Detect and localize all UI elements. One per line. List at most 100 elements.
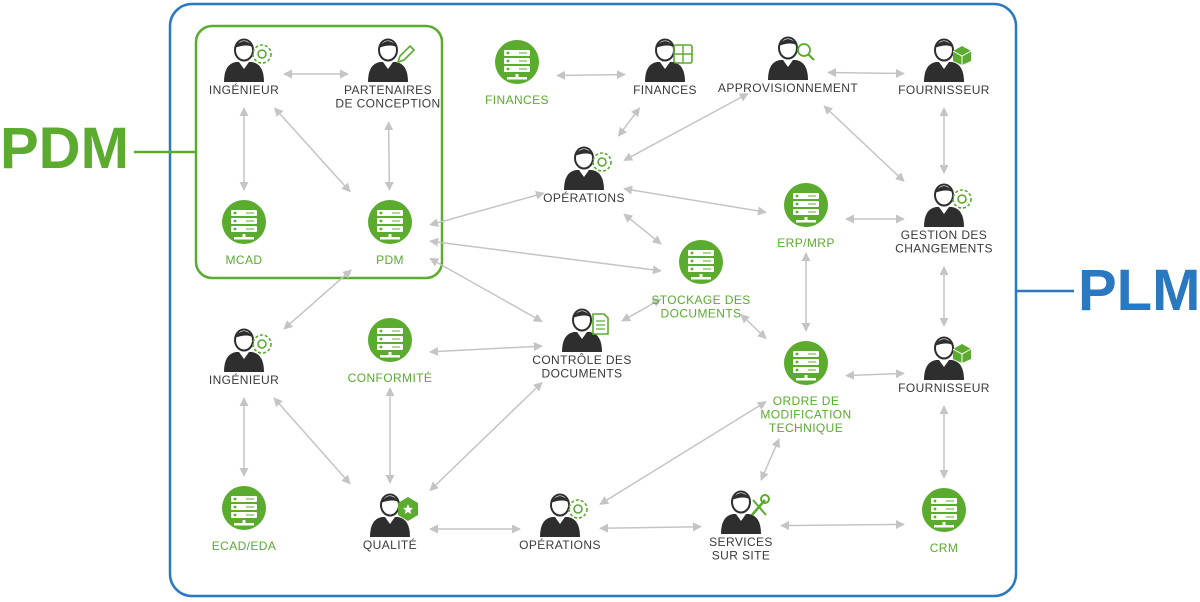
connection-arrow-pdm-stockage <box>429 237 662 275</box>
node-label: CHANGEMENTS <box>895 242 993 256</box>
node-label: SUR SITE <box>712 549 771 563</box>
node-label: ERP/MRP <box>777 236 834 250</box>
node-label: DE CONCEPTION <box>335 97 440 111</box>
connection-arrow-ordre-fournisseur_bottom <box>845 369 905 380</box>
node-crm: CRM <box>922 488 966 555</box>
node-label: PARTENAIRES <box>344 83 432 97</box>
node-label: MCAD <box>226 253 263 267</box>
node-label: SERVICES <box>709 535 773 549</box>
connection-arrow-approvisionnement-gestion <box>823 105 905 182</box>
node-label: APPROVISIONNEMENT <box>718 81 858 95</box>
connection-arrow-ingenieur_pdm-pdm <box>273 107 351 193</box>
gear-icon <box>252 334 272 354</box>
connection-arrow-ingenieur_plm-qualite <box>273 397 351 485</box>
node-label: INGÉNIEUR <box>209 82 279 97</box>
node-label: ECAD/EDA <box>212 539 277 553</box>
node-qualite: QUALITÉ <box>363 493 418 552</box>
node-label: FINANCES <box>633 83 697 97</box>
connection-arrow-services-crm <box>780 519 905 531</box>
connection-arrow-ordre-operations_bottom <box>599 401 767 505</box>
person-icon <box>768 36 808 80</box>
person-icon <box>924 183 964 227</box>
gear-icon <box>252 44 272 64</box>
person-icon <box>562 308 602 352</box>
box-icon <box>952 46 972 65</box>
connection-arrow-approvisionnement-fournisseur_top <box>827 68 905 78</box>
connection-arrow-approvisionnement-operations_top <box>623 92 749 162</box>
wrench-icon <box>751 494 770 516</box>
connection-arrow-controle-qualite <box>429 381 543 492</box>
node-conformite: CONFORMITÉ <box>348 318 433 385</box>
node-ecad: ECAD/EDA <box>212 486 277 553</box>
node-label: FOURNISSEUR <box>898 83 990 97</box>
connection-arrow-finances_sys-finances_person <box>556 70 626 80</box>
node-label: FOURNISSEUR <box>898 381 990 395</box>
node-pdm: PDM <box>368 200 412 267</box>
node-mcad: MCAD <box>222 200 266 267</box>
connection-arrow-controle-stockage <box>621 298 662 322</box>
node-erp: ERP/MRP <box>777 183 834 250</box>
node-label: CRM <box>930 541 959 555</box>
person-icon <box>645 38 685 82</box>
person-icon <box>924 38 964 82</box>
connection-arrow-operations_top-stockage <box>623 213 662 245</box>
connection-arrow-conformite-controle <box>429 342 543 356</box>
node-label: CONFORMITÉ <box>348 370 433 385</box>
box-icon <box>952 344 972 363</box>
plm-label: PLM <box>1078 258 1200 323</box>
star-shield-icon <box>398 497 418 521</box>
node-fournisseur-top: FOURNISSEUR <box>898 38 990 97</box>
node-ingenieur-plm: INGÉNIEUR <box>209 328 279 387</box>
node-label: ORDRE DE <box>773 394 840 408</box>
gear-icon <box>568 499 588 519</box>
connection-arrow-operations_top-erp <box>623 185 767 216</box>
pdm-label: PDM <box>0 116 129 181</box>
node-operations-top: OPÉRATIONS <box>543 146 624 205</box>
node-label: STOCKAGE DES <box>651 293 750 307</box>
person-icon <box>224 328 264 372</box>
person-icon <box>370 493 410 537</box>
connection-arrow-pdm-ingenieur_plm <box>283 269 352 330</box>
node-label: PDM <box>376 253 404 267</box>
connection-arrows <box>239 68 949 534</box>
node-fournisseur-bottom: FOURNISSEUR <box>898 336 990 395</box>
connection-arrow-operations_bottom-services <box>599 522 702 533</box>
person-icon <box>721 490 761 534</box>
node-label: DOCUMENTS <box>542 367 623 381</box>
node-label: INGÉNIEUR <box>209 372 279 387</box>
person-icon <box>224 38 264 82</box>
node-approvisionnement: APPROVISIONNEMENT <box>718 36 858 95</box>
person-icon <box>368 38 408 82</box>
connection-arrow-pdm-operations_top <box>429 190 545 228</box>
connection-arrow-finances_person-operations_top <box>617 107 641 137</box>
gear-icon <box>952 189 972 209</box>
connection-arrow-ordre-services <box>760 438 780 481</box>
node-operations-bottom: OPÉRATIONS <box>519 493 600 552</box>
node-ingenieur-pdm: INGÉNIEUR <box>209 38 279 97</box>
gear-icon <box>592 152 612 172</box>
document-icon <box>592 313 609 335</box>
person-icon <box>924 336 964 380</box>
node-label: CONTRÔLE DES <box>532 352 631 367</box>
plm-frame <box>168 2 1018 598</box>
connection-arrow-partenaires-pdm <box>384 121 394 191</box>
node-label: GESTION DES <box>901 228 987 242</box>
person-icon <box>564 146 604 190</box>
pencil-icon <box>396 44 416 64</box>
node-finances-sys: FINANCES <box>485 40 549 107</box>
calculator-icon <box>673 44 693 64</box>
person-icon <box>540 493 580 537</box>
node-label: MODIFICATION <box>760 408 851 422</box>
node-finances-person: FINANCES <box>633 38 697 97</box>
node-label: QUALITÉ <box>363 537 417 552</box>
connection-arrow-stockage-ordre <box>740 313 767 340</box>
magnifier-icon <box>797 43 815 61</box>
